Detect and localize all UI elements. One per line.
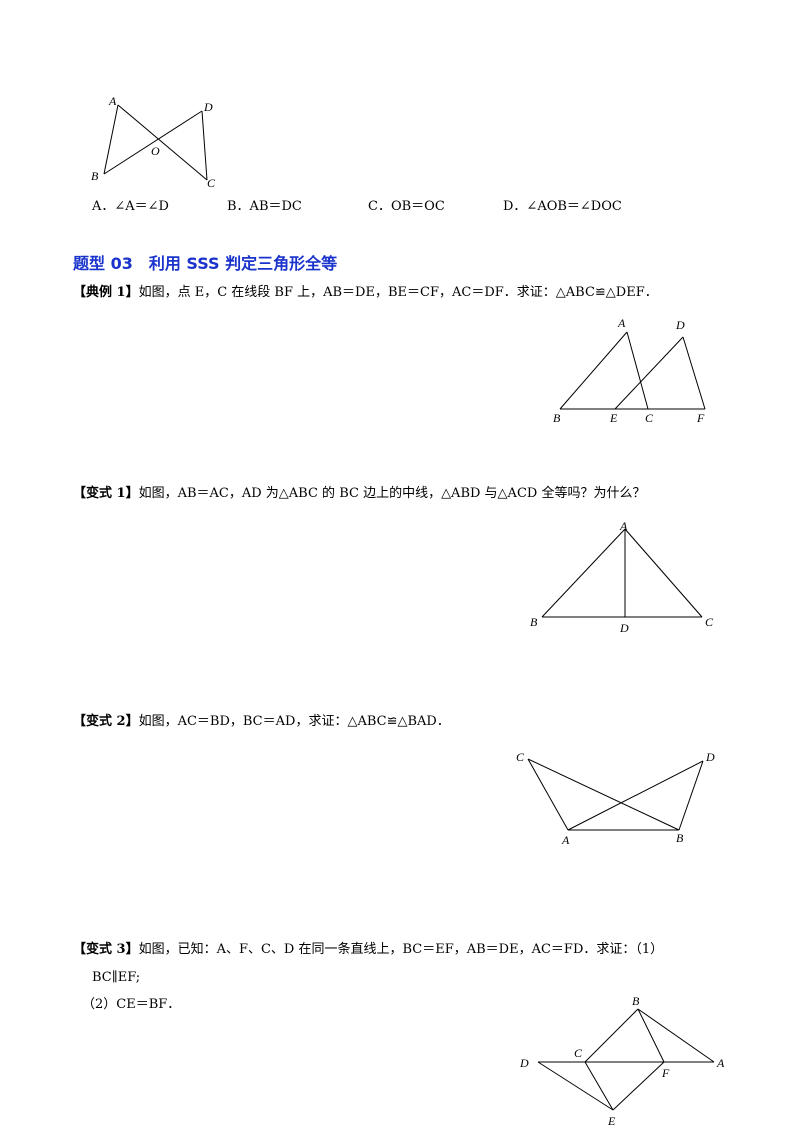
option-c: C．OB＝OC: [368, 199, 445, 214]
point-label-b: B: [530, 615, 538, 629]
point-label-a: A: [617, 316, 626, 330]
variant-3-text-1: 如图，已知：A、F、C、D 在同一条直线上，BC＝EF，AB＝DE，AC＝FD．…: [138, 942, 664, 957]
variant-2-tag: 【变式 2】: [73, 714, 139, 729]
point-label-c: C: [574, 1046, 583, 1060]
example-1-tag: 【典例 1】: [73, 285, 139, 300]
example-1-text: 如图，点 E，C 在线段 BF 上，AB＝DE，BE＝CF，AC＝DF．求证：△…: [138, 285, 658, 300]
variant-3-line-1: 【变式 3】如图，已知：A、F、C、D 在同一条直线上，BC＝EF，AB＝DE，…: [73, 940, 663, 960]
point-label-d: D: [619, 621, 629, 635]
figure-bowtie: A B C D O: [91, 94, 216, 190]
figure-example-1: A B C D E F: [553, 316, 706, 425]
point-label-b: B: [632, 994, 640, 1008]
point-label-e: E: [609, 411, 618, 425]
variant-3-tag: 【变式 3】: [73, 942, 139, 957]
variant-3-line-3: （2）CE＝BF．: [82, 997, 181, 1012]
point-label-b: B: [553, 411, 561, 425]
variant-1: 【变式 1】如图，AB＝AC，AD 为△ABC 的 BC 边上的中线，△ABD …: [73, 484, 645, 504]
point-label-o: O: [151, 144, 160, 158]
point-label-a: A: [561, 833, 570, 847]
point-label-e: E: [607, 1114, 616, 1128]
point-label-a: A: [108, 94, 117, 108]
point-label-a: A: [619, 519, 628, 533]
option-d: D．∠AOB＝∠DOC: [503, 199, 622, 214]
point-label-a: A: [716, 1056, 725, 1070]
variant-3-line-2: BC∥EF;: [92, 970, 141, 985]
section-heading: 题型 03 利用 SSS 判定三角形全等: [73, 254, 338, 273]
point-label-b: B: [91, 169, 99, 183]
variant-2: 【变式 2】如图，AC＝BD，BC＝AD，求证：△ABC≌△BAD．: [73, 712, 450, 732]
variant-2-text: 如图，AC＝BD，BC＝AD，求证：△ABC≌△BAD．: [138, 714, 450, 729]
option-a: A．∠A＝∠D: [92, 199, 169, 214]
point-label-f: F: [661, 1066, 670, 1080]
variant-1-text: 如图，AB＝AC，AD 为△ABC 的 BC 边上的中线，△ABD 与△ACD …: [138, 486, 646, 501]
point-label-c: C: [645, 411, 654, 425]
point-label-b: B: [676, 831, 684, 845]
point-label-d: D: [203, 100, 213, 114]
figure-variant-1: A B C D: [530, 519, 714, 635]
point-label-c: C: [207, 176, 216, 190]
figure-variant-3: B C D A F E: [519, 994, 725, 1128]
point-label-d: D: [519, 1056, 529, 1070]
point-label-c: C: [705, 615, 714, 629]
point-label-d: D: [675, 318, 685, 332]
point-label-f: F: [696, 411, 705, 425]
option-b: B．AB＝DC: [227, 199, 302, 214]
example-1: 【典例 1】如图，点 E，C 在线段 BF 上，AB＝DE，BE＝CF，AC＝D…: [73, 283, 658, 303]
point-label-c: C: [516, 750, 525, 764]
variant-1-tag: 【变式 1】: [73, 486, 139, 501]
point-label-d: D: [705, 750, 715, 764]
figure-variant-2: C D A B: [516, 750, 715, 847]
